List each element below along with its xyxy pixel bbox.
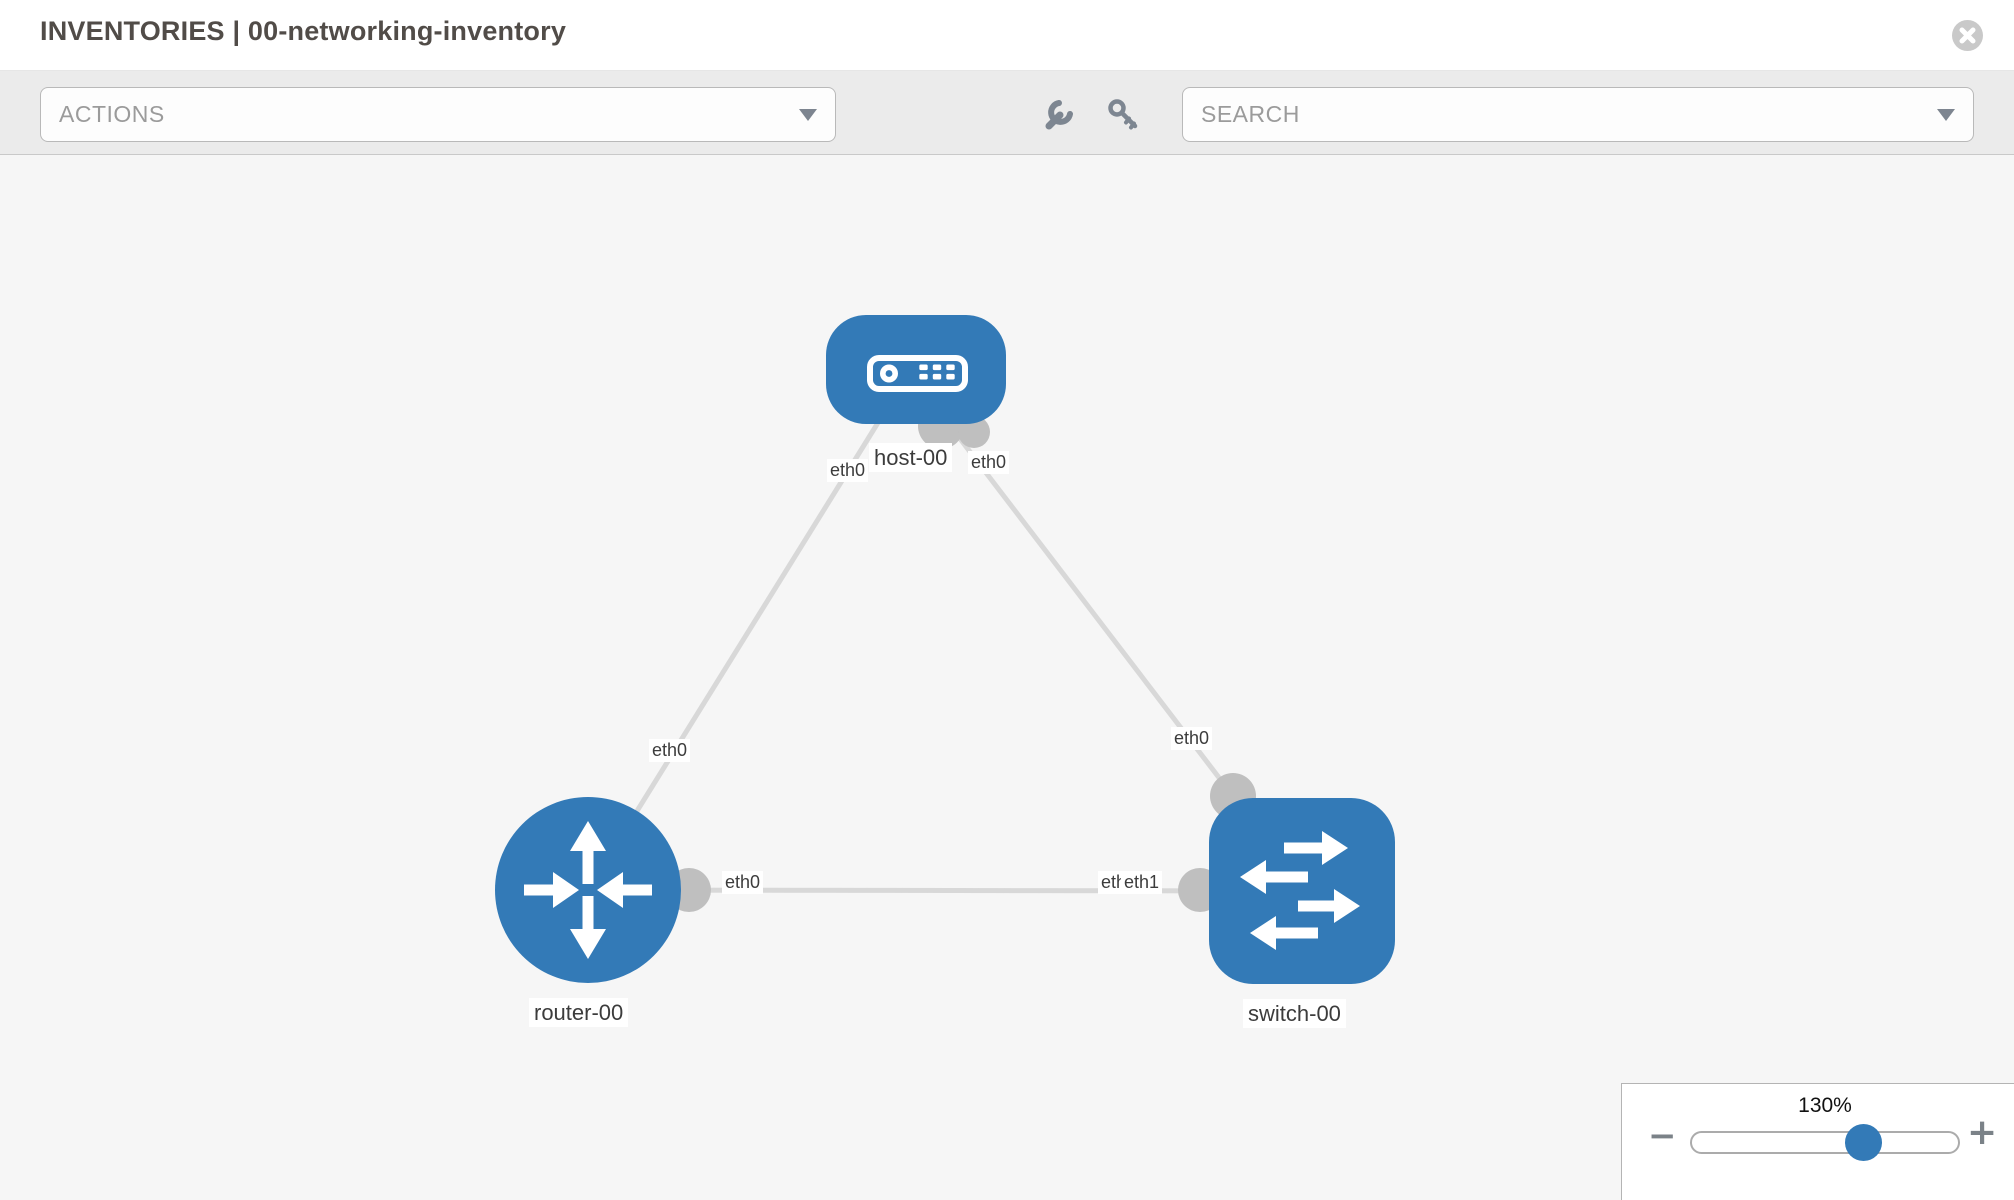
- caret-down-icon: [799, 108, 817, 121]
- node-router-00[interactable]: [495, 797, 681, 983]
- actions-dropdown-label: ACTIONS: [59, 101, 165, 127]
- search-dropdown-label: SEARCH: [1201, 101, 1300, 127]
- wrench-icon[interactable]: [1040, 97, 1076, 133]
- toolbar: ACTIONS SEARCH: [0, 71, 2014, 155]
- node-switch-00[interactable]: [1209, 798, 1395, 984]
- node-label-router: router-00: [529, 998, 629, 1028]
- link-router-host[interactable]: [585, 411, 887, 892]
- iface-label-router-eth0: eth0: [722, 871, 764, 894]
- page-title: INVENTORIES | 00-networking-inventory: [40, 16, 567, 46]
- router-icon: [524, 821, 652, 959]
- topology-canvas[interactable]: host-00 router-00 switch-00 eth0 eth0 et…: [0, 155, 2014, 1200]
- zoom-control: 130% − +: [1621, 1083, 2014, 1200]
- zoom-slider-knob[interactable]: [1845, 1124, 1882, 1161]
- switch-icon: [1240, 831, 1360, 950]
- zoom-out-icon[interactable]: −: [1648, 1116, 1677, 1156]
- header: INVENTORIES | 00-networking-inventory: [0, 0, 2014, 71]
- iface-label-switch-eth1: eth1: [1121, 871, 1163, 894]
- iface-label-router-eth0-uplink: eth0: [649, 739, 691, 762]
- node-label-switch: switch-00: [1243, 999, 1346, 1029]
- zoom-slider-track[interactable]: [1690, 1131, 1960, 1154]
- zoom-level-value: 130%: [1798, 1094, 1852, 1117]
- caret-down-icon: [1937, 108, 1955, 121]
- actions-dropdown[interactable]: ACTIONS: [40, 87, 836, 142]
- iface-label-host-eth0-right: eth0: [968, 451, 1010, 474]
- node-label-host: host-00: [869, 443, 953, 473]
- node-host-00[interactable]: [826, 315, 1006, 424]
- iface-label-switch-eth0: eth0: [1171, 727, 1213, 750]
- close-icon[interactable]: [1952, 20, 1983, 51]
- zoom-in-icon[interactable]: +: [1967, 1112, 1998, 1153]
- iface-label-host-eth0-left: eth0: [827, 459, 869, 482]
- search-dropdown[interactable]: SEARCH: [1182, 87, 1974, 142]
- host-icon: [867, 355, 968, 392]
- toolbar-icon-group: [1040, 87, 1170, 142]
- key-icon[interactable]: [1106, 97, 1142, 133]
